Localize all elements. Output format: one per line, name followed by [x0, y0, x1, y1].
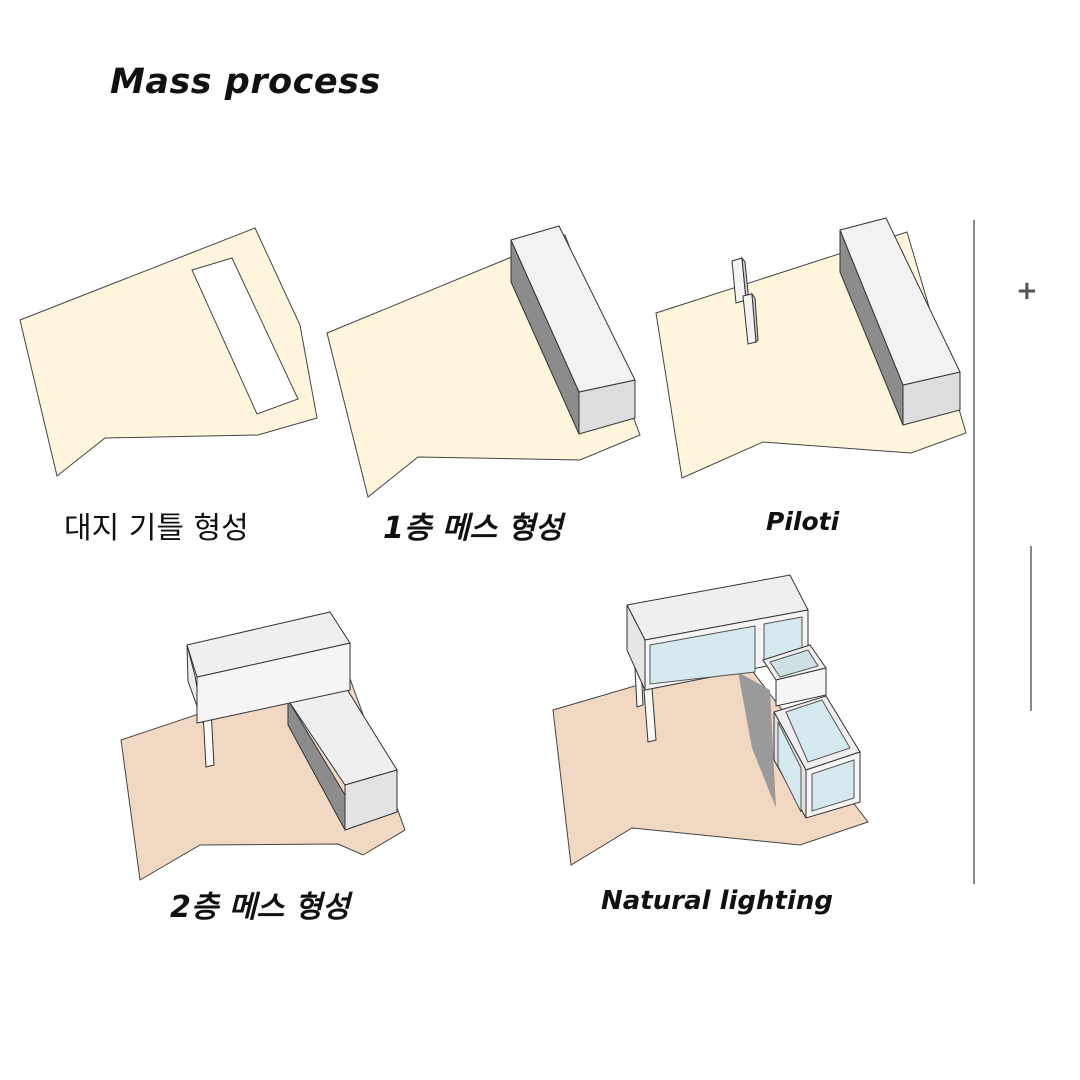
- shadow: [738, 672, 776, 808]
- step-5-caption: Natural lighting: [601, 886, 833, 916]
- glass-pane: [649, 625, 756, 685]
- plus-icon[interactable]: +: [1016, 276, 1038, 306]
- lower-box-inner: [785, 699, 851, 763]
- step-3-caption: Piloti: [766, 507, 840, 536]
- small-box-front-face: [775, 667, 827, 707]
- step-4-caption: 2층 메스 형성: [170, 890, 350, 925]
- glass-pane: [811, 759, 855, 812]
- mass-top-face: [839, 217, 961, 386]
- step-2-caption: 1층 메스 형성: [383, 511, 563, 546]
- mass-top-face: [510, 225, 636, 393]
- small-box-inner: [769, 649, 819, 678]
- piloti-column-front-side: [751, 292, 759, 344]
- upper-mass-top-face: [186, 611, 351, 678]
- building-footprint: [191, 257, 299, 415]
- section-divider: [973, 220, 975, 884]
- ground-mass-end-face: [344, 769, 398, 831]
- glass-pane: [777, 721, 802, 813]
- page-title: Mass process: [110, 62, 381, 102]
- step-1-caption: 대지 기틀 형성: [64, 511, 249, 546]
- scroll-track[interactable]: [1030, 546, 1032, 711]
